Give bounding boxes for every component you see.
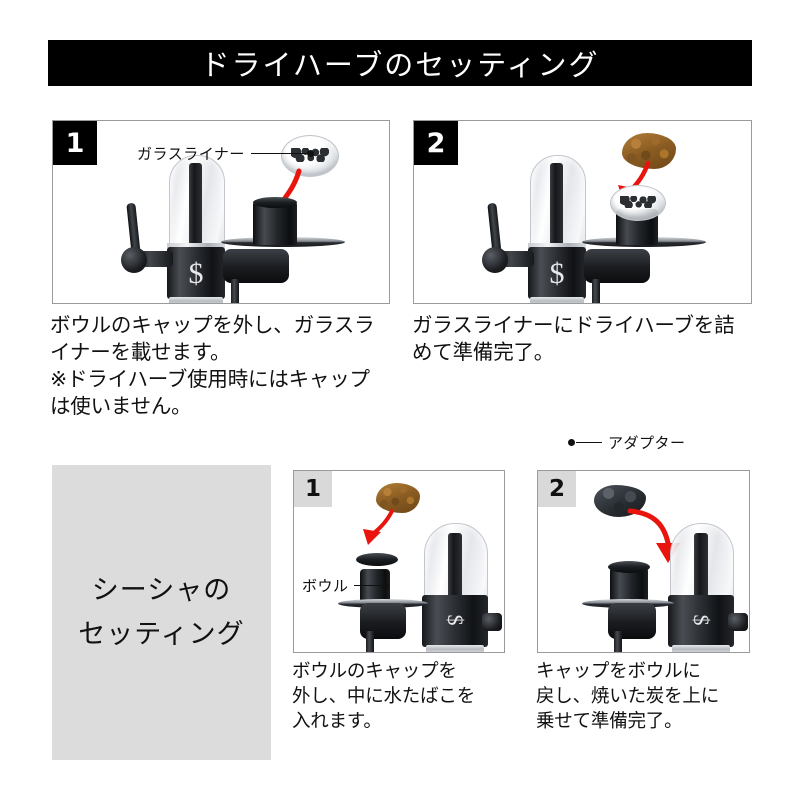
- shisha-panel-2: 2 $: [537, 470, 750, 653]
- callout-adapter: アダプター: [568, 432, 686, 453]
- callout-label-bowl: ボウル: [302, 578, 349, 595]
- red-arrow-icon: [363, 509, 394, 545]
- leader-dot-icon: [306, 150, 314, 157]
- callout-bowl: ボウル: [302, 575, 389, 596]
- caption-line: 乗せて準備完了。: [536, 710, 683, 732]
- down-stem: [592, 279, 600, 303]
- down-stem: [614, 631, 622, 652]
- brand-logo-icon: $: [549, 257, 565, 290]
- caption-line: 戻し、焼いた炭を上に: [536, 685, 720, 707]
- shisha-panel-1: 1 ボウル $: [293, 470, 505, 653]
- leader-line-icon: [250, 153, 309, 154]
- shisha-tobacco-material: [376, 483, 420, 513]
- dry-herb-panel-2: 2 $: [413, 120, 752, 304]
- vaporizer-device-illustration: $: [113, 151, 383, 303]
- bowl-cap-part: [608, 561, 650, 573]
- step-badge-1: 1: [53, 121, 97, 165]
- device-base: [169, 297, 223, 303]
- brand-logo-icon: $: [443, 614, 468, 626]
- step-badge-2: 2: [538, 471, 576, 507]
- callout-label-glass-liner: ガラスライナー: [137, 146, 245, 163]
- bowl-part: [610, 567, 648, 605]
- caption-line: キャップをボウルに: [536, 660, 701, 681]
- down-stem: [231, 279, 239, 303]
- leader-line-icon: [353, 585, 384, 586]
- dry-herb-caption-2: ガラスライナーにドライハーブを詰 めて準備完了。: [412, 312, 764, 366]
- caption-line: は使いません。: [50, 395, 192, 419]
- dry-herb-caption-1: ボウルのキャップを外し、ガラスラ イナーを載せます。 ※ドライハーブ使用時にはキ…: [50, 312, 402, 420]
- dry-herb-panel-1: 1 ガラスライナー $: [52, 120, 390, 304]
- bowl-elbow: [223, 249, 289, 283]
- caption-line: 外し、中に水たばこを: [292, 685, 476, 707]
- brand-logo-icon: $: [188, 257, 204, 290]
- shisha-heading: シーシャの セッティング: [78, 569, 244, 655]
- handle-knob: [482, 247, 508, 273]
- shisha-caption-1: ボウルのキャップを 外し、中に水たばこを 入れます。: [292, 658, 512, 733]
- shisha-heading-line: シーシャの: [91, 575, 232, 606]
- leader-dot-icon: [381, 582, 389, 589]
- device-base: [672, 645, 730, 652]
- metal-ring: [167, 243, 225, 248]
- caption-line: ガラスライナーにドライハーブを詰: [412, 314, 735, 337]
- callout-glass-liner: ガラスライナー: [137, 143, 314, 164]
- bowl-cap-top: [253, 197, 297, 208]
- brand-logo-icon: $: [689, 614, 714, 626]
- device-body: $: [422, 595, 488, 647]
- metal-ring: [528, 243, 586, 248]
- bowl-part: [253, 201, 297, 245]
- device-body: $: [668, 595, 734, 647]
- bowl-cap-part: [356, 553, 398, 566]
- device-body: $: [167, 247, 225, 299]
- step-badge-2: 2: [414, 121, 458, 165]
- glass-liner-part: [610, 185, 666, 221]
- page-title: ドライハーブのセッティング: [200, 50, 600, 82]
- device-body: $: [528, 247, 586, 299]
- caption-line: ボウルのキャップを: [292, 660, 457, 681]
- caption-line: 入れます。: [292, 710, 382, 732]
- step-badge-1: 1: [294, 471, 332, 507]
- handle-knob: [121, 247, 147, 273]
- device-base: [426, 645, 484, 652]
- shisha-device-illustration: $: [574, 489, 749, 652]
- side-knob: [728, 613, 748, 631]
- caption-line: イナーを載せます。: [50, 341, 231, 365]
- caption-line: ボウルのキャップを外し、ガラスラ: [50, 314, 375, 337]
- page-title-banner: ドライハーブのセッティング: [48, 40, 752, 86]
- vaporizer-device-illustration: $: [474, 151, 744, 303]
- shisha-caption-2: キャップをボウルに 戻し、焼いた炭を上に 乗せて準備完了。: [536, 658, 766, 733]
- shisha-heading-block: シーシャの セッティング: [52, 465, 271, 760]
- leader-dot-icon: [568, 439, 575, 446]
- leader-line-icon: [576, 442, 602, 443]
- down-stem: [366, 631, 374, 652]
- side-knob: [482, 613, 502, 631]
- device-base: [530, 297, 584, 303]
- shisha-heading-line: セッティング: [78, 618, 245, 649]
- bowl-elbow: [584, 249, 650, 283]
- caption-line: ※ドライハーブ使用時にはキャップ: [50, 368, 370, 392]
- callout-label-adapter: アダプター: [608, 435, 686, 452]
- caption-line: めて準備完了。: [412, 341, 555, 365]
- shisha-device-illustration: $: [330, 489, 504, 652]
